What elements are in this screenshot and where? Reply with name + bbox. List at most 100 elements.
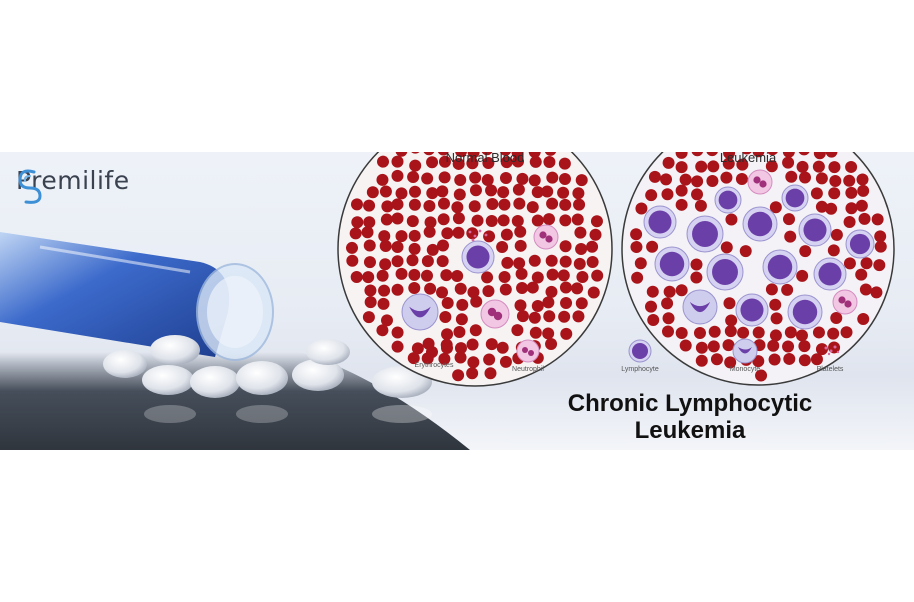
- erythrocyte: [363, 256, 376, 269]
- erythrocyte: [769, 298, 782, 311]
- erythrocyte: [362, 271, 375, 284]
- erythrocyte-legend-icon: [426, 346, 438, 358]
- erythrocyte: [485, 215, 498, 228]
- erythrocyte: [845, 160, 858, 173]
- erythrocyte: [795, 329, 808, 342]
- erythrocyte: [364, 296, 377, 309]
- erythrocyte: [857, 313, 870, 326]
- erythrocyte: [815, 343, 828, 356]
- erythrocyte: [560, 327, 573, 340]
- erythrocyte: [645, 189, 658, 202]
- erythrocyte: [706, 175, 719, 188]
- erythrocyte: [725, 314, 738, 327]
- erythrocyte: [423, 225, 436, 238]
- erythrocyte: [679, 339, 692, 352]
- erythrocyte: [467, 356, 480, 369]
- erythrocyte: [695, 160, 708, 173]
- erythrocyte: [542, 296, 555, 309]
- erythrocyte: [380, 213, 393, 226]
- legend: [426, 338, 840, 364]
- erythrocyte: [735, 173, 748, 186]
- erythrocyte: [546, 268, 559, 281]
- erythrocyte: [765, 283, 778, 296]
- neutrophil-cell: [533, 224, 559, 250]
- erythrocyte: [724, 325, 737, 338]
- erythrocyte: [646, 285, 659, 298]
- monocyte-cell: [682, 289, 718, 325]
- erythrocyte: [546, 197, 559, 210]
- erythrocyte: [467, 152, 480, 159]
- erythrocyte: [512, 183, 525, 196]
- erythrocyte: [690, 271, 703, 284]
- erythrocyte: [586, 255, 599, 268]
- erythrocyte: [573, 257, 586, 270]
- erythrocyte: [454, 174, 467, 187]
- erythrocyte: [528, 174, 541, 187]
- erythrocyte: [737, 326, 750, 339]
- erythrocyte: [526, 281, 539, 294]
- erythrocyte: [379, 185, 392, 198]
- erythrocyte: [576, 270, 589, 283]
- erythrocyte: [376, 324, 389, 337]
- erythrocyte: [437, 197, 450, 210]
- erythrocyte: [468, 200, 481, 213]
- erythrocyte: [663, 285, 676, 298]
- lymphocyte-cell: [735, 293, 769, 327]
- erythrocyte: [436, 185, 449, 198]
- platelet: [478, 229, 482, 233]
- platelets-legend-icon: [824, 345, 840, 356]
- erythrocyte: [784, 230, 797, 243]
- erythrocyte: [364, 284, 377, 297]
- leukemia-title: Leukemia: [719, 152, 777, 165]
- brand-logo: Premilife: [12, 166, 130, 204]
- lymphocyte-cell: [643, 205, 677, 239]
- erythrocyte: [662, 312, 675, 325]
- erythrocyte: [482, 285, 495, 298]
- erythrocyte: [391, 155, 404, 168]
- neutrophil-cell: [747, 169, 773, 195]
- erythrocyte: [767, 152, 778, 156]
- erythrocyte: [437, 152, 449, 156]
- erythrocyte: [843, 257, 856, 270]
- erythrocyte: [346, 241, 359, 254]
- erythrocyte: [827, 244, 840, 257]
- erythrocyte: [558, 157, 571, 170]
- erythrocyte: [350, 270, 363, 283]
- legend-platelets: Platelets: [816, 366, 844, 373]
- erythrocyte: [693, 327, 706, 340]
- erythrocyte: [559, 255, 572, 268]
- erythrocyte: [516, 172, 529, 185]
- erythrocyte: [497, 214, 510, 227]
- erythrocyte: [765, 160, 778, 173]
- erythrocyte: [526, 201, 539, 214]
- erythrocyte: [485, 184, 498, 197]
- lymphocyte-cell: [706, 253, 744, 291]
- erythrocyte: [798, 340, 811, 353]
- erythrocyte: [558, 173, 571, 186]
- erythrocyte: [514, 299, 527, 312]
- erythrocyte: [514, 225, 527, 238]
- erythrocyte: [362, 311, 375, 324]
- erythrocyte: [496, 241, 509, 254]
- erythrocyte: [349, 227, 362, 240]
- lymphocyte-cell: [742, 206, 778, 242]
- legend-monocyte: Monocyte: [729, 366, 761, 373]
- premilife-swirl-icon: [18, 169, 42, 204]
- erythrocyte: [815, 172, 828, 185]
- erythrocyte: [631, 271, 644, 284]
- illustration: [0, 152, 895, 450]
- erythrocyte: [531, 186, 544, 199]
- erythrocyte: [481, 173, 494, 186]
- erythrocyte: [724, 356, 737, 369]
- erythrocyte: [691, 152, 704, 157]
- erythrocyte: [377, 297, 390, 310]
- erythrocyte: [379, 258, 392, 271]
- erythrocyte: [706, 152, 718, 157]
- erythrocyte: [346, 254, 359, 267]
- erythrocyte: [529, 326, 542, 339]
- erythrocyte: [544, 152, 557, 156]
- erythrocyte: [557, 186, 570, 199]
- erythrocyte: [675, 198, 688, 211]
- erythrocyte: [736, 158, 749, 171]
- erythrocyte: [812, 160, 825, 173]
